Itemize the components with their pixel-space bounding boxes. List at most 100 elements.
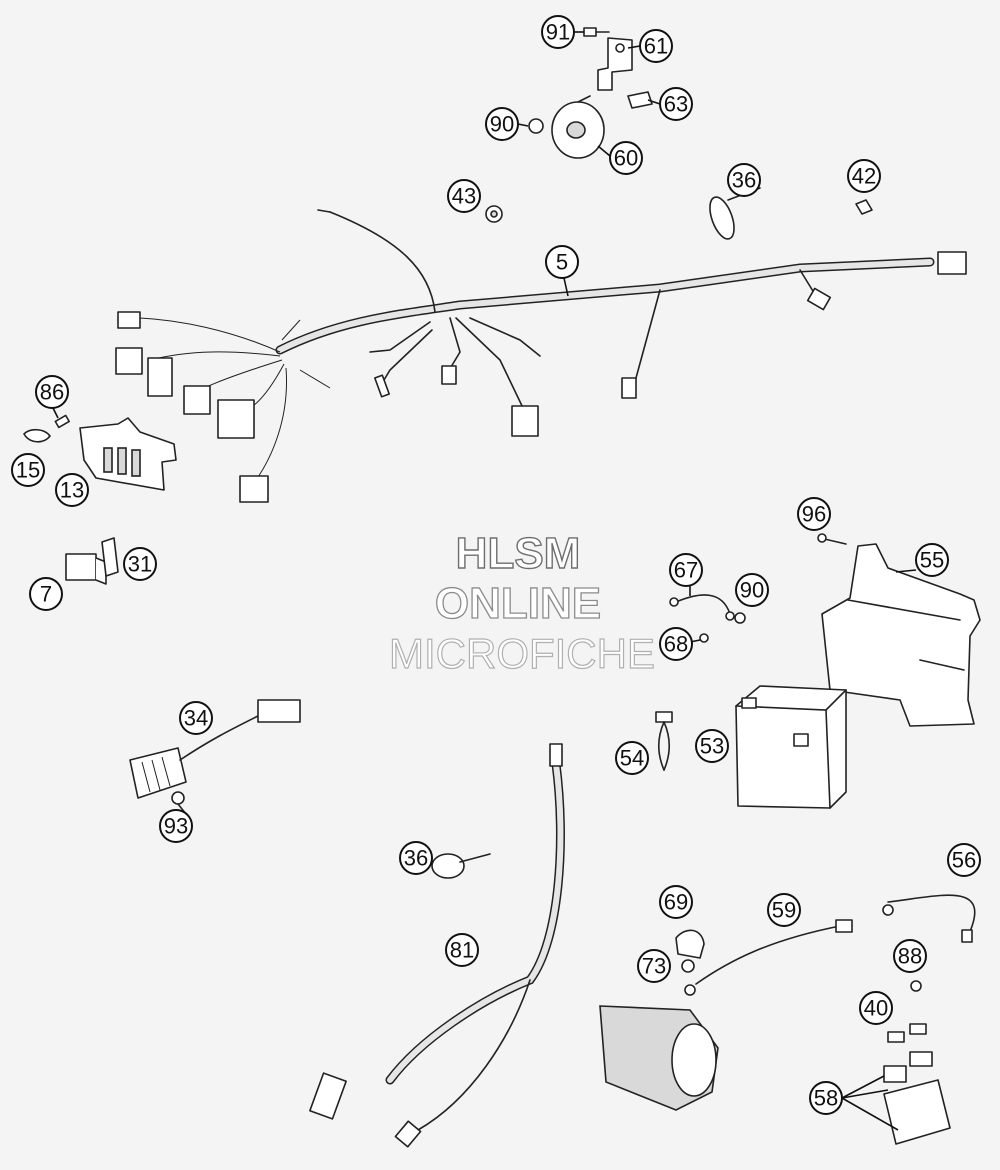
battery-box-screw-part (817, 533, 847, 545)
callout-68: 68 (659, 627, 693, 661)
watermark-line-1: HLSM (456, 529, 581, 578)
horn-clip-part (627, 91, 653, 109)
fuse-holder-part (655, 711, 673, 771)
callout-91: 91 (541, 15, 575, 49)
svg-text:53: 53 (700, 734, 724, 759)
horn-nut-part (528, 118, 544, 134)
relay-part (65, 553, 107, 585)
starter-wiring-harness (309, 743, 565, 1148)
battery-part (735, 685, 847, 809)
svg-text:86: 86 (40, 380, 64, 405)
svg-text:60: 60 (614, 146, 638, 171)
callout-40: 40 (859, 991, 893, 1025)
callout-43: 43 (447, 179, 481, 213)
callout-59: 59 (767, 893, 801, 927)
ground-screw-part (734, 612, 746, 624)
horn-part (551, 95, 605, 159)
horn-screw-part (583, 27, 610, 37)
relay-bracket-part (101, 537, 119, 577)
callout-88: 88 (893, 939, 927, 973)
callout-34: 34 (179, 701, 213, 735)
clamp-screw-part (54, 414, 70, 429)
callout-15: 15 (11, 453, 45, 487)
svg-text:58: 58 (814, 1086, 838, 1111)
mounting-plate-part (79, 417, 177, 491)
watermark-line-2: ONLINE (435, 579, 601, 628)
starter-relay-part (883, 1051, 951, 1145)
callout-90: 90 (485, 107, 519, 141)
svg-text:68: 68 (664, 632, 688, 657)
callout-93: 93 (159, 809, 193, 843)
terminal-boot-part (675, 929, 705, 959)
starter-nut-part (681, 959, 695, 973)
relay-screw-part (910, 980, 922, 992)
callout-81: 81 (445, 933, 479, 967)
callout-36-lower: 36 (399, 841, 433, 875)
callout-42: 42 (847, 159, 881, 193)
callout-58: 58 (809, 1081, 843, 1115)
svg-text:40: 40 (864, 996, 888, 1021)
svg-text:5: 5 (556, 250, 568, 275)
watermark: HLSM ONLINE MICROFICHE (388, 528, 655, 677)
callout-96: 96 (797, 497, 831, 531)
svg-text:96: 96 (802, 502, 826, 527)
cable-tie-lower-part (431, 853, 491, 879)
svg-text:93: 93 (164, 814, 188, 839)
battery-cable-part (882, 894, 976, 943)
starter-cable-part (684, 919, 853, 996)
battery-box-part (821, 543, 981, 727)
fuse-part (887, 1023, 927, 1043)
svg-text:59: 59 (772, 898, 796, 923)
svg-text:61: 61 (644, 34, 668, 59)
svg-text:88: 88 (898, 944, 922, 969)
svg-text:43: 43 (452, 184, 476, 209)
svg-text:36: 36 (732, 168, 756, 193)
harness-clip-part (855, 199, 873, 215)
horn-bracket-part (597, 37, 633, 91)
grommet-part (485, 205, 503, 223)
svg-text:90: 90 (490, 112, 514, 137)
svg-text:36: 36 (404, 846, 428, 871)
cable-clamp-part (23, 428, 51, 443)
callout-63: 63 (659, 87, 693, 121)
svg-text:67: 67 (674, 558, 698, 583)
callout-7: 7 (29, 577, 63, 611)
svg-text:54: 54 (620, 746, 644, 771)
watermark-line-3: MICROFICHE (389, 630, 655, 677)
svg-text:42: 42 (852, 164, 876, 189)
callout-5: 5 (545, 245, 579, 279)
svg-text:91: 91 (546, 20, 570, 45)
svg-text:56: 56 (952, 848, 976, 873)
callout-61: 61 (639, 29, 673, 63)
callout-90-battery: 90 (735, 573, 769, 607)
callout-60: 60 (609, 141, 643, 175)
callout-73: 73 (637, 949, 671, 983)
svg-text:55: 55 (920, 548, 944, 573)
callout-67: 67 (669, 553, 703, 587)
cable-tie-part (709, 187, 761, 240)
ground-cable-part (669, 594, 735, 621)
svg-text:69: 69 (664, 890, 688, 915)
callout-69: 69 (659, 885, 693, 919)
callout-54: 54 (615, 741, 649, 775)
callout-53: 53 (695, 729, 729, 763)
callout-31: 31 (123, 547, 157, 581)
svg-text:90: 90 (740, 578, 764, 603)
voltage-regulator-part (129, 699, 301, 799)
svg-text:63: 63 (664, 92, 688, 117)
svg-text:13: 13 (60, 478, 84, 503)
svg-text:31: 31 (128, 552, 152, 577)
svg-text:81: 81 (450, 938, 474, 963)
callout-55: 55 (915, 543, 949, 577)
callout-36: 36 (727, 163, 761, 197)
svg-text:15: 15 (16, 458, 40, 483)
washer-part (699, 633, 709, 643)
svg-text:73: 73 (642, 954, 666, 979)
svg-text:7: 7 (40, 582, 52, 607)
callout-86: 86 (35, 375, 69, 409)
starter-motor-part (599, 1005, 719, 1111)
svg-text:34: 34 (184, 706, 208, 731)
main-wiring-harness (115, 209, 967, 503)
